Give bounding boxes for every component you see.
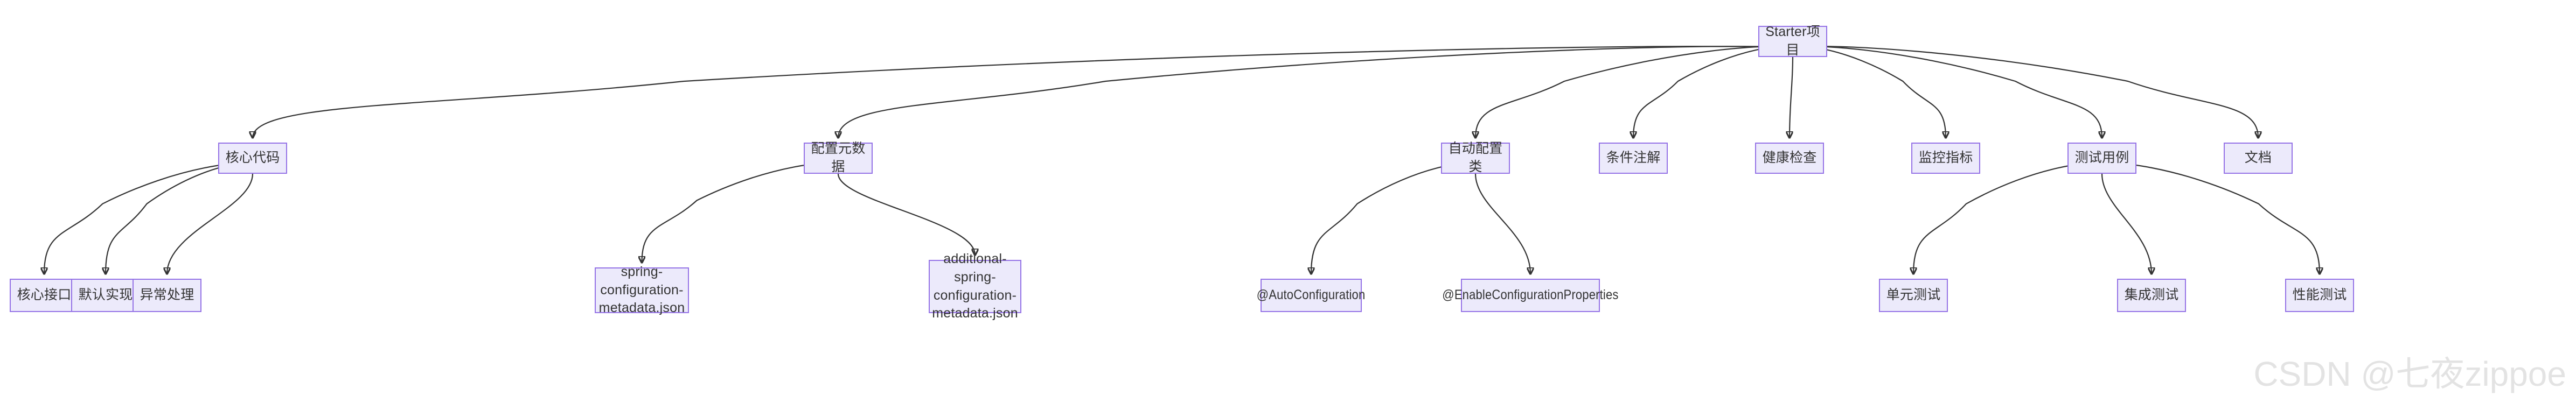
flow-node-docs[interactable]: 文档 <box>2224 143 2293 174</box>
flow-node-label: @AutoConfiguration <box>1257 287 1366 303</box>
flow-edge-root-to-docs <box>1792 46 2258 138</box>
flow-node-label: 异常处理 <box>140 287 194 303</box>
flow-node-label: 核心接口 <box>17 287 72 303</box>
flow-edge-meta-to-scm <box>642 162 839 263</box>
flow-node-label: 默认实现 <box>78 287 133 303</box>
flow-node-label: 性能测试 <box>2292 287 2347 303</box>
flow-edge-root-to-core <box>253 46 1793 138</box>
flow-node-meta[interactable]: 配置元数据 <box>804 141 873 174</box>
flow-edge-tests-to-perf <box>2101 162 2320 274</box>
flow-edge-root-to-meta <box>838 46 1793 138</box>
flow-node-scm[interactable]: spring-configuration-metadata.json <box>595 264 689 315</box>
flow-node-label: 条件注解 <box>1606 150 1661 166</box>
flow-node-metrics[interactable]: 监控指标 <box>1911 143 1980 174</box>
flow-node-tests[interactable]: 测试用例 <box>2067 143 2136 174</box>
flow-node-label: 集成测试 <box>2124 287 2179 303</box>
flow-edge-autocfg-to-annAuto <box>1311 162 1476 274</box>
flow-node-defimpl[interactable]: 默认实现 <box>71 279 140 312</box>
flow-node-label: 配置元数据 <box>811 141 866 174</box>
flow-edge-core-to-iface <box>44 162 253 274</box>
flow-node-iface[interactable]: 核心接口 <box>10 279 79 312</box>
flow-node-label: @EnableConfigurationProperties <box>1442 287 1619 303</box>
flow-node-annEnable[interactable]: @EnableConfigurationProperties <box>1442 279 1618 312</box>
flow-node-label: additional-spring-configuration-metadata… <box>932 251 1018 321</box>
flow-node-label: 文档 <box>2244 150 2272 166</box>
flow-edge-meta-to-ascm <box>837 173 975 255</box>
flow-edge-tests-to-integ <box>2101 173 2152 274</box>
flow-edge-root-to-cond <box>1633 46 1793 138</box>
flow-edge-root-to-health <box>1790 56 1794 138</box>
flow-node-label: 监控指标 <box>1918 150 1973 166</box>
flow-node-exc[interactable]: 异常处理 <box>133 279 201 312</box>
flow-node-autocfg[interactable]: 自动配置类 <box>1441 141 1510 174</box>
flow-node-root[interactable]: Starter项目 <box>1758 24 1827 58</box>
flow-node-ascm[interactable]: additional-spring-configuration-metadata… <box>929 251 1021 321</box>
flow-edge-root-to-tests <box>1792 46 2102 138</box>
flow-node-label: 核心代码 <box>225 150 280 166</box>
flow-edge-core-to-defimpl <box>106 162 253 274</box>
flow-node-annAuto[interactable]: @AutoConfiguration <box>1257 279 1366 312</box>
flow-edge-tests-to-unit <box>1913 162 2102 274</box>
flow-edge-core-to-exc <box>167 173 254 274</box>
flow-node-core[interactable]: 核心代码 <box>218 143 287 174</box>
flow-node-label: Starter项目 <box>1765 24 1820 58</box>
flow-node-unit[interactable]: 单元测试 <box>1879 279 1948 312</box>
flow-node-label: 健康检查 <box>1762 150 1817 166</box>
flow-node-label: 自动配置类 <box>1448 141 1503 174</box>
flow-edge-autocfg-to-annEnable <box>1474 173 1530 274</box>
flow-node-label: 测试用例 <box>2074 150 2129 166</box>
flow-node-label: 单元测试 <box>1886 287 1941 303</box>
flow-node-integ[interactable]: 集成测试 <box>2117 279 2186 312</box>
flow-node-health[interactable]: 健康检查 <box>1755 143 1824 174</box>
flow-node-label: spring-configuration-metadata.json <box>598 264 685 316</box>
flow-node-cond[interactable]: 条件注解 <box>1599 143 1668 174</box>
flow-node-perf[interactable]: 性能测试 <box>2285 279 2354 312</box>
flow-edge-root-to-metrics <box>1792 46 1946 138</box>
